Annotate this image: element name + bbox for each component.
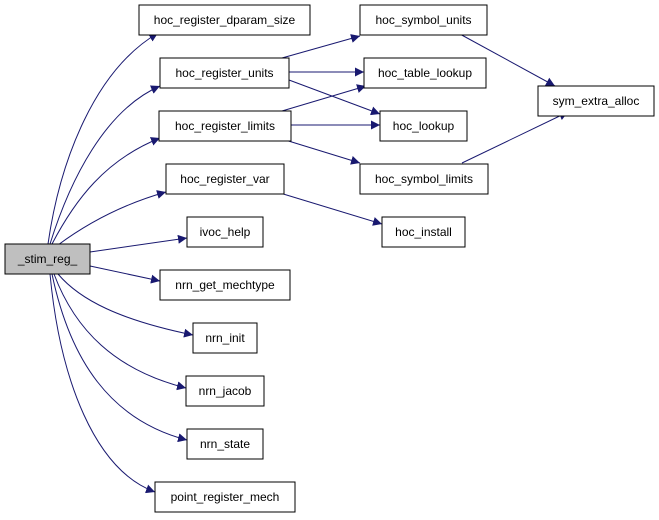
edge-stim-reg-to-nrn-jacob: [53, 273, 187, 391]
node-hoc-symbol-limits[interactable]: hoc_symbol_limits: [359, 163, 489, 195]
node-label: hoc_install: [395, 225, 452, 239]
node-sym-extra-alloc[interactable]: sym_extra_alloc: [537, 85, 655, 117]
node-label: hoc_register_var: [180, 172, 269, 186]
node-nrn-get-mechtype[interactable]: nrn_get_mechtype: [159, 269, 291, 301]
node-label: ivoc_help: [200, 225, 251, 239]
node-hoc-register-dparam-size[interactable]: hoc_register_dparam_size: [138, 4, 311, 36]
edge-stim-reg-to-hoc-register-limits: [51, 137, 161, 245]
node-hoc-install[interactable]: hoc_install: [381, 216, 466, 248]
node-label: hoc_table_lookup: [378, 66, 472, 80]
node-nrn-init[interactable]: nrn_init: [192, 322, 258, 354]
edge-stim-reg-to-nrn-get-mechtype: [89, 265, 161, 284]
node-label: hoc_lookup: [393, 119, 455, 133]
edge-hoc-register-var-to-hoc-install: [279, 192, 383, 226]
node-point-register-mech[interactable]: point_register_mech: [154, 481, 296, 513]
edge-stim-reg-to-point-register-mech: [49, 273, 156, 494]
edge-stim-reg-to-hoc-register-var: [57, 190, 167, 246]
node-hoc-table-lookup[interactable]: hoc_table_lookup: [363, 57, 487, 89]
node-label: _stim_reg_: [17, 252, 78, 266]
node-hoc-register-limits[interactable]: hoc_register_limits: [158, 110, 292, 142]
node-label: hoc_symbol_units: [375, 13, 471, 27]
node-ivoc-help[interactable]: ivoc_help: [186, 216, 264, 248]
edge-hoc-register-units-to-hoc-symbol-units: [281, 34, 361, 59]
edges: [47, 32, 569, 494]
edge-hoc-register-limits-to-hoc-symbol-limits: [281, 138, 361, 165]
edge-stim-reg-to-nrn-state: [51, 273, 188, 443]
node-stim-reg[interactable]: _stim_reg_: [4, 243, 91, 275]
node-label: hoc_register_units: [175, 66, 273, 80]
node-nrn-state[interactable]: nrn_state: [186, 428, 264, 460]
edge-stim-reg-to-hoc-register-dparam-size: [47, 32, 159, 245]
node-hoc-symbol-units[interactable]: hoc_symbol_units: [359, 4, 488, 36]
node-label: sym_extra_alloc: [553, 94, 640, 108]
node-label: hoc_symbol_limits: [375, 172, 473, 186]
node-label: nrn_jacob: [199, 384, 252, 398]
edge-stim-reg-to-ivoc-help: [89, 234, 188, 253]
edge-stim-reg-to-nrn-init: [57, 273, 194, 338]
node-label: point_register_mech: [171, 490, 280, 504]
edge-stim-reg-to-hoc-register-units: [49, 85, 161, 245]
node-hoc-lookup[interactable]: hoc_lookup: [379, 110, 468, 142]
node-label: hoc_register_dparam_size: [154, 13, 296, 27]
nodes: _stim_reg_ hoc_register_dparam_size hoc_…: [4, 4, 655, 513]
edge-hoc-register-limits-to-hoc-table-lookup: [281, 84, 367, 112]
node-label: hoc_register_limits: [175, 119, 275, 133]
edge-hoc-symbol-limits-to-sym-extra-alloc: [461, 111, 569, 164]
node-label: nrn_init: [205, 331, 245, 345]
node-label: nrn_get_mechtype: [175, 278, 275, 292]
node-hoc-register-units[interactable]: hoc_register_units: [159, 57, 290, 89]
edge-hoc-symbol-units-to-sym-extra-alloc: [457, 32, 556, 87]
node-nrn-jacob[interactable]: nrn_jacob: [185, 375, 265, 407]
node-label: nrn_state: [200, 437, 250, 451]
edge-hoc-register-units-to-hoc-lookup: [288, 79, 381, 116]
node-hoc-register-var[interactable]: hoc_register_var: [165, 163, 285, 195]
